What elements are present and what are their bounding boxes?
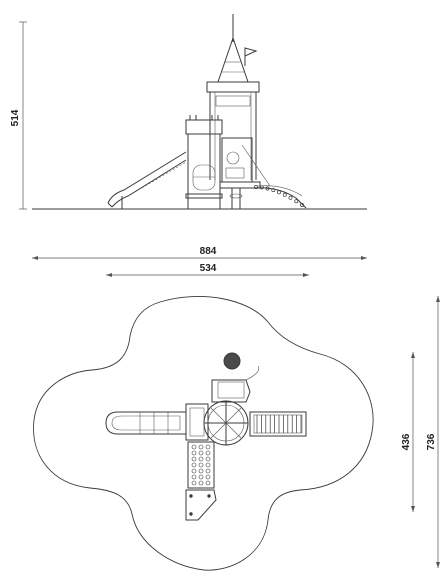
climbing-hold	[191, 474, 197, 480]
slide-elevation	[107, 151, 187, 209]
overall-width-dimension: 884	[32, 246, 367, 260]
right-platform	[219, 137, 271, 209]
height-dimension: 514	[10, 21, 27, 210]
access-ramp-plan	[185, 489, 217, 521]
outer-depth-label: 736	[426, 433, 437, 450]
net-knot	[288, 195, 293, 200]
climbing-hold	[198, 444, 204, 450]
left-turret	[185, 115, 223, 209]
climbing-net-plan	[249, 411, 307, 437]
climbing-hold	[205, 468, 211, 474]
tower-spire	[217, 14, 258, 83]
tower-body	[206, 81, 260, 180]
climbing-hold	[205, 450, 211, 456]
climbing-hold	[205, 444, 211, 450]
net-knot	[277, 190, 281, 195]
net-knot	[271, 188, 276, 193]
climbing-section-plan	[187, 441, 215, 489]
climbing-hold	[205, 456, 211, 462]
climbing-hold	[191, 480, 197, 486]
climbing-hold	[191, 462, 197, 468]
net-knot	[282, 192, 287, 197]
inner-depth-label: 436	[401, 433, 412, 450]
climbing-hold	[191, 450, 197, 456]
net-knot	[300, 203, 304, 207]
climbing-hold	[198, 456, 204, 462]
slide-plan	[105, 411, 187, 435]
climbing-hold	[198, 450, 204, 456]
climbing-hold	[205, 480, 211, 486]
net-knot	[254, 185, 258, 189]
net-knot	[259, 185, 264, 190]
climbing-hold	[191, 456, 197, 462]
climbing-hold	[205, 474, 211, 480]
elevation-view: 514	[10, 14, 367, 210]
inner-width-label: 534	[200, 263, 217, 274]
climbing-hold	[205, 462, 211, 468]
upper-platform-plan	[211, 365, 260, 403]
climbing-hold	[198, 462, 204, 468]
climbing-hold	[191, 468, 197, 474]
roof-cap-plan	[223, 352, 241, 370]
outer-depth-dimension: 736	[426, 296, 440, 568]
overall-width-label: 884	[200, 246, 217, 257]
climbing-hold	[191, 444, 197, 450]
width-dimensions: 884 534	[32, 246, 367, 277]
inner-width-dimension: 534	[106, 263, 309, 277]
climbing-hold	[198, 480, 204, 486]
tower-plan	[203, 400, 249, 446]
net-knot	[294, 199, 299, 204]
depth-dimensions: 436 736	[401, 296, 440, 568]
plan-view	[33, 296, 374, 571]
net-knot	[265, 186, 270, 191]
height-dimension-label: 514	[10, 109, 21, 126]
inner-depth-dimension: 436	[401, 352, 415, 512]
climbing-hold	[198, 474, 204, 480]
safety-zone-outline	[33, 296, 374, 571]
climbing-net-elevation	[251, 185, 307, 209]
climbing-hold	[198, 468, 204, 474]
left-turret-plan	[185, 403, 209, 441]
